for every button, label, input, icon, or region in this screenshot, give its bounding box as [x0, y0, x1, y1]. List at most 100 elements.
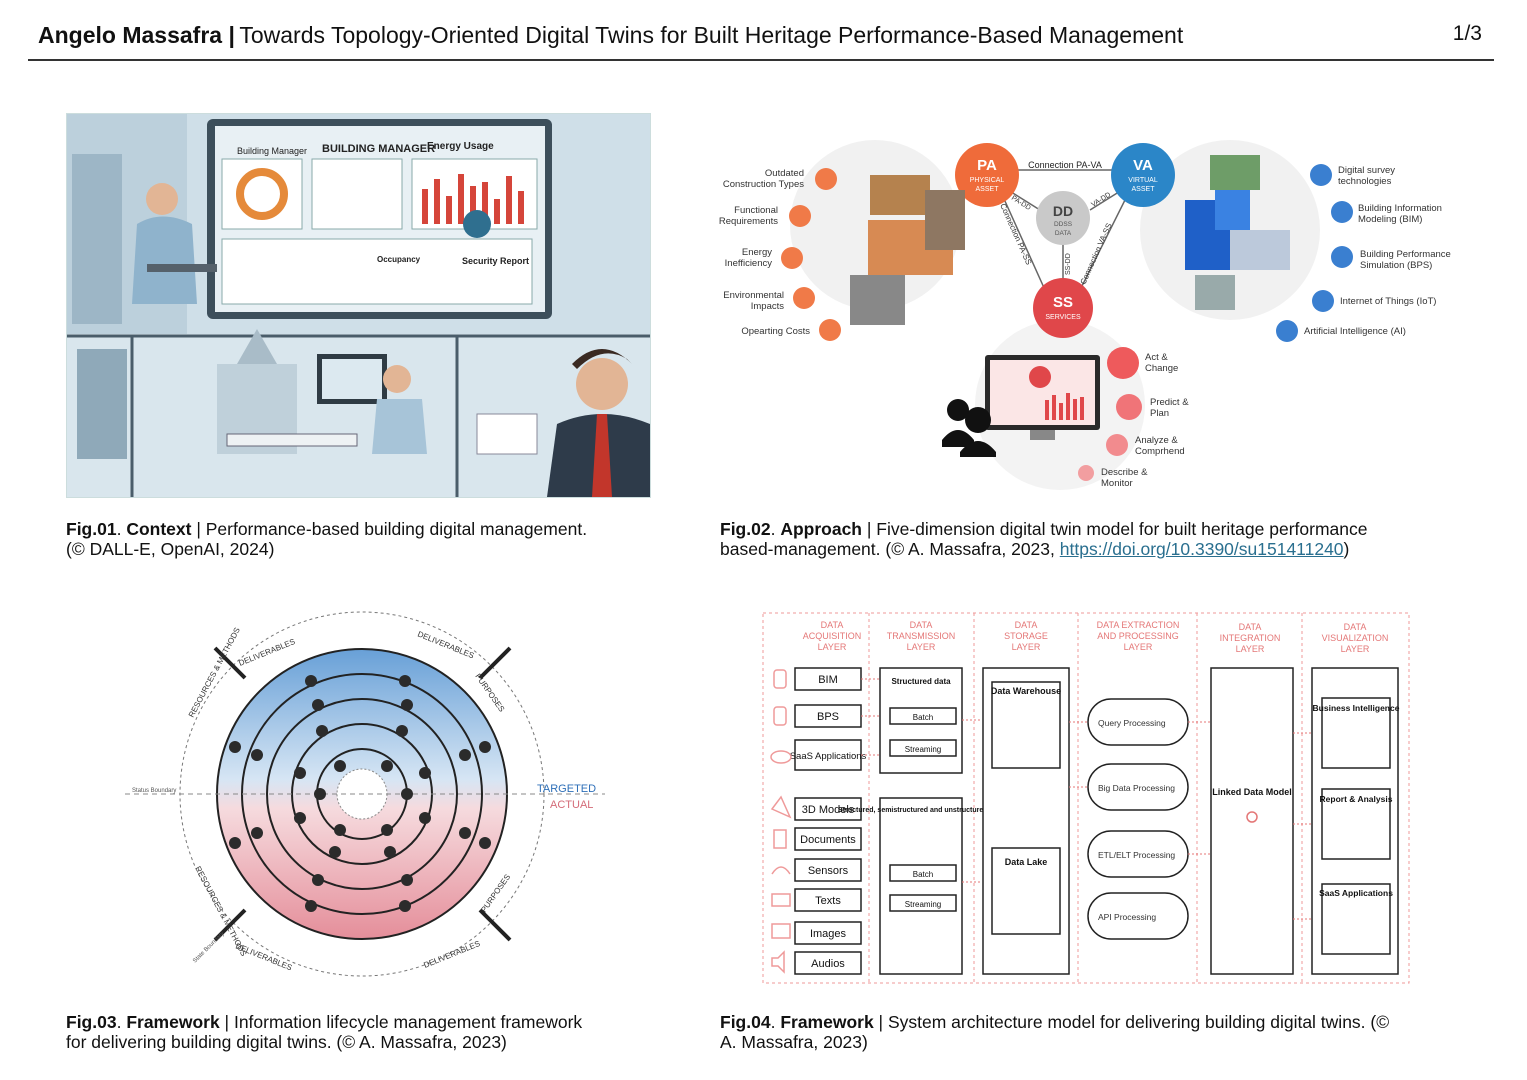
svg-text:DATA: DATA — [1344, 622, 1367, 632]
fig2-caption-text: | Five-dimension digital twin model for … — [862, 519, 1368, 539]
ring-label-8: RESOURCES & METHODS — [193, 865, 248, 958]
svg-text:Structured data: Structured data — [891, 677, 951, 686]
flow-arrows — [861, 678, 1311, 920]
svg-text:AND PROCESSING: AND PROCESSING — [1097, 631, 1179, 641]
svg-text:SaaS Applications: SaaS Applications — [790, 751, 867, 762]
dd-node: DD DDSS DATA — [1036, 191, 1090, 245]
svg-text:technologies: technologies — [1338, 176, 1392, 187]
fig4-name: Framework — [780, 1012, 874, 1032]
network-icon — [1246, 811, 1258, 823]
actual-label: ACTUAL — [550, 799, 593, 811]
svg-text:TRANSMISSION: TRANSMISSION — [887, 631, 956, 641]
dashboard-widgets — [221, 158, 538, 305]
doi-link[interactable]: https://doi.org/10.3390/su151411240 — [1059, 539, 1344, 559]
fig4-number: Fig.04 — [720, 1012, 771, 1032]
fig2-caption-text-2: based-management. (© A. Massafra, 2023, — [720, 539, 1060, 559]
svg-text:LAYER: LAYER — [1124, 642, 1153, 652]
svg-text:SERVICES: SERVICES — [1045, 314, 1081, 321]
transmission-labels: Structured data Batch Streaming Structur… — [838, 677, 1004, 909]
svg-text:LAYER: LAYER — [1012, 642, 1041, 652]
fig1-number: Fig.01 — [66, 519, 117, 539]
conn-ss-dd: SS-DD — [1065, 253, 1072, 275]
storage-labels: Data Warehouse Data Lake — [991, 686, 1061, 867]
warehouse-label: Data Warehouse — [991, 686, 1061, 696]
svg-text:Functional: Functional — [734, 205, 778, 216]
svg-text:Building Performance: Building Performance — [1360, 249, 1451, 260]
svg-text:DD: DD — [1053, 203, 1073, 219]
fig1-illustration: Building Manager BUILDING MANAGER Energy… — [66, 113, 651, 498]
fig3-caption: Fig.03. Framework | Information lifecycl… — [66, 1012, 583, 1052]
bim-image — [1185, 155, 1290, 310]
fig1-name: Context — [126, 519, 192, 539]
lifecycle-nodes — [229, 675, 491, 912]
fig1-caption-text: | Performance-based building digital man… — [191, 519, 588, 539]
ring-label-4: RESOURCES & METHODS — [187, 626, 242, 719]
svg-text:Impacts: Impacts — [751, 301, 785, 312]
fig3-diagram: TARGETED ACTUAL Status Boundary State Bo… — [125, 611, 605, 977]
svg-text:SS: SS — [1053, 294, 1073, 311]
screen-label-4: Occupancy — [377, 255, 421, 264]
fig1-image: Building Manager BUILDING MANAGER Energy… — [67, 114, 650, 497]
fig3-caption-text-2: for delivering building digital twins. (… — [66, 1032, 507, 1052]
svg-text:Artificial Intelligence (AI): Artificial Intelligence (AI) — [1304, 326, 1406, 337]
dashboard-image — [942, 355, 1100, 457]
page-number: 1/3 — [1452, 22, 1482, 45]
svg-text:Images: Images — [810, 928, 847, 940]
svg-text:Plan: Plan — [1150, 408, 1169, 419]
svg-text:LAYER: LAYER — [818, 642, 847, 652]
lake-label: Data Lake — [1005, 857, 1048, 867]
fig3-number: Fig.03 — [66, 1012, 117, 1032]
author-name: Angelo Massafra | — [38, 22, 235, 48]
pa-node: PA PHYSICAL ASSET — [955, 143, 1019, 207]
svg-text:Streaming: Streaming — [905, 745, 941, 754]
svg-text:DATA: DATA — [1239, 622, 1262, 632]
screen-label-2: BUILDING MANAGER — [322, 143, 435, 155]
svg-text:Internet of Things (IoT): Internet of Things (IoT) — [1340, 296, 1436, 307]
svg-text:Outdated: Outdated — [765, 168, 804, 179]
processing-labels: Query Processing Big Data Processing ETL… — [1098, 718, 1175, 922]
svg-text:Streaming: Streaming — [905, 900, 941, 909]
svg-text:Simulation (BPS): Simulation (BPS) — [1360, 260, 1432, 271]
fig2-caption: Fig.02. Approach | Five-dimension digita… — [720, 519, 1368, 559]
va-node: VA VIRTUAL ASSET — [1111, 143, 1175, 207]
visualization-labels: Business Intelligence Report & Analysis … — [1313, 703, 1400, 898]
storage-boxes — [982, 667, 1070, 975]
svg-text:INTEGRATION: INTEGRATION — [1220, 633, 1281, 643]
svg-text:Texts: Texts — [815, 895, 841, 907]
fig2-caption-end: ) — [1343, 539, 1350, 559]
header-rule — [28, 59, 1494, 61]
svg-text:DATA: DATA — [1055, 230, 1072, 237]
buildings-image — [850, 175, 965, 325]
svg-text:Describe &: Describe & — [1101, 467, 1148, 478]
svg-text:Energy: Energy — [742, 247, 772, 258]
fig3-caption-text: | Information lifecycle management frame… — [219, 1012, 583, 1032]
svg-text:VA: VA — [1133, 157, 1153, 174]
svg-text:Batch: Batch — [913, 870, 933, 879]
svg-text:BIM: BIM — [818, 674, 838, 686]
conn-va-dd: VA-DD — [1090, 191, 1112, 208]
ring-label-1: DELIVERABLES — [237, 637, 296, 668]
fig2-number: Fig.02 — [720, 519, 771, 539]
svg-text:Inefficiency: Inefficiency — [725, 258, 773, 269]
svg-text:VISUALIZATION: VISUALIZATION — [1322, 633, 1389, 643]
svg-text:Query Processing: Query Processing — [1098, 718, 1166, 728]
svg-text:Batch: Batch — [913, 713, 933, 722]
svg-text:Building Information: Building Information — [1358, 203, 1442, 214]
fig3-name: Framework — [126, 1012, 220, 1032]
visualization-boxes — [1321, 697, 1391, 955]
processing-capsules — [1087, 698, 1189, 940]
svg-text:ACQUISITION: ACQUISITION — [803, 631, 862, 641]
svg-text:LAYER: LAYER — [1341, 644, 1370, 654]
svg-text:Requirements: Requirements — [719, 216, 778, 227]
svg-text:DDSS: DDSS — [1054, 221, 1073, 228]
screen-label-5: Security Report — [462, 256, 529, 266]
svg-text:ASSET: ASSET — [976, 186, 1000, 193]
svg-text:Documents: Documents — [800, 834, 856, 846]
svg-text:BPS: BPS — [817, 711, 839, 723]
svg-text:Environmental: Environmental — [723, 290, 784, 301]
svg-text:PA: PA — [977, 157, 997, 174]
svg-text:3D Models: 3D Models — [802, 804, 855, 816]
person-figure — [132, 183, 217, 304]
status-boundary-label: Status Boundary — [132, 788, 176, 794]
